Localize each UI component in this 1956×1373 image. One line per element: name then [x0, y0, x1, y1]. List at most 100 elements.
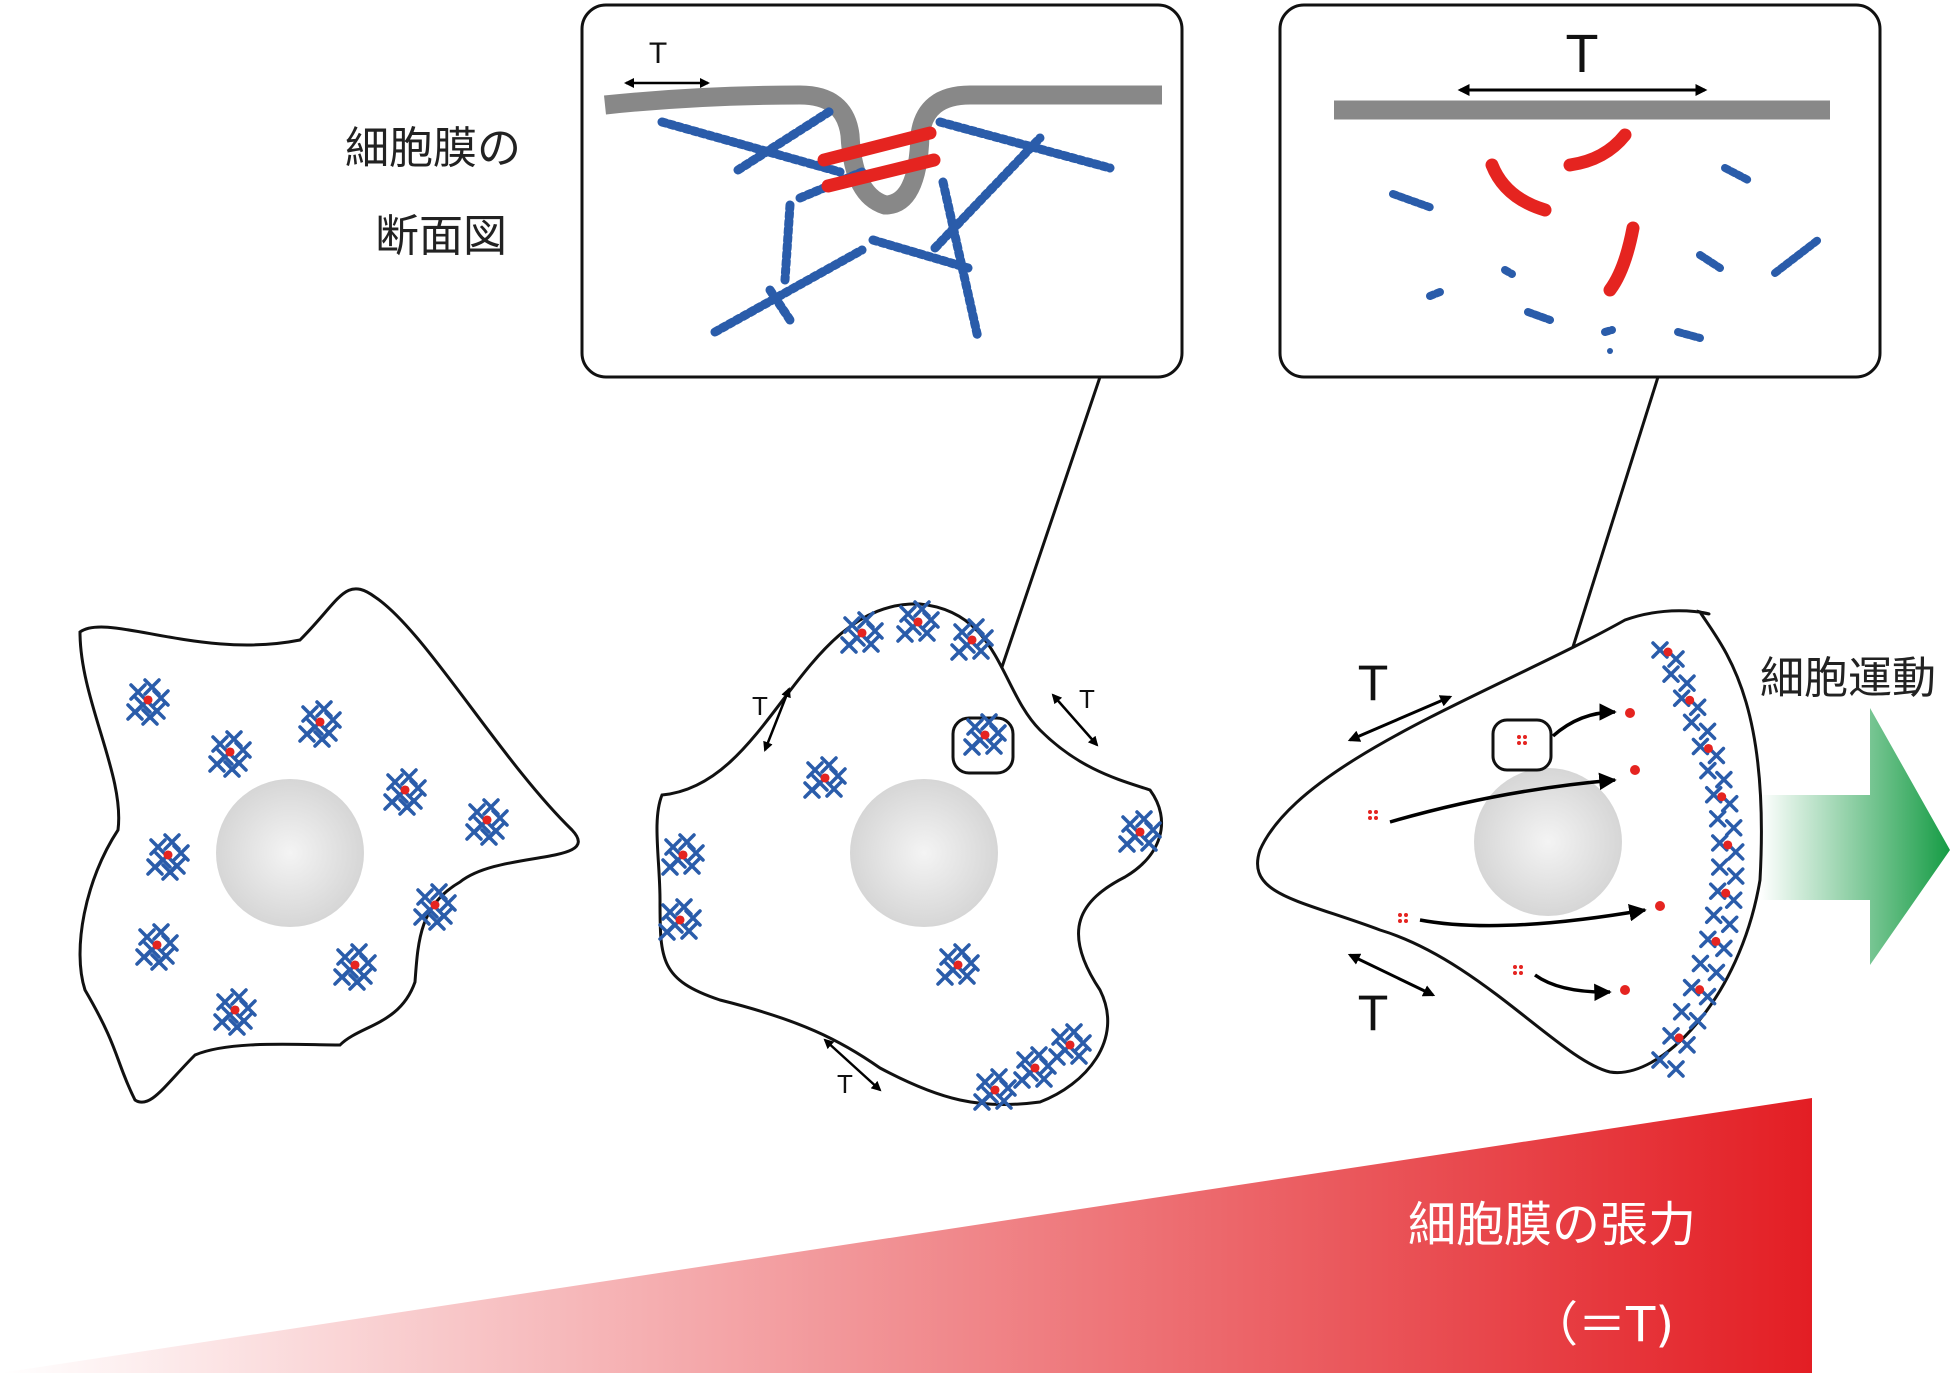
actin-cross — [680, 922, 698, 940]
tension-label-small: T — [649, 37, 667, 70]
actin-cross — [664, 838, 682, 856]
protein-dot — [967, 635, 977, 645]
protein-dot — [820, 773, 830, 783]
protein-dot — [143, 695, 153, 705]
protein-dot — [1523, 741, 1527, 745]
actin-cross — [972, 642, 990, 660]
actin-cross — [1121, 815, 1139, 833]
red-protein-fragments — [1485, 128, 1640, 297]
actin-cross — [999, 1079, 1017, 1097]
actin-cross — [149, 838, 167, 856]
actin-cross — [146, 858, 164, 876]
protein-dot — [1368, 810, 1372, 814]
actin-cross — [803, 781, 821, 799]
zoom-region-right — [1491, 718, 1553, 772]
protein-dot — [163, 850, 173, 860]
cell-motility-label: 細胞運動 — [1760, 653, 1936, 704]
actin-cross — [1724, 819, 1743, 837]
tension-arrows-cell-2 — [763, 687, 1099, 1092]
tension-label-line1: 細胞膜の張力 — [1408, 1197, 1697, 1253]
protein-dot — [1374, 816, 1378, 820]
actin-cross — [416, 888, 434, 906]
protein-dot — [1674, 1033, 1684, 1043]
actin-cross — [1699, 761, 1717, 780]
protein-dot — [1620, 985, 1630, 995]
protein-dot — [1685, 695, 1695, 705]
actin-cross — [234, 741, 252, 759]
cross-section-label-line2: 断面図 — [375, 211, 507, 262]
tension-arrows-cell-3 — [1347, 695, 1453, 997]
actin-cross — [1070, 1047, 1088, 1065]
tension-symbol: T — [837, 1069, 853, 1099]
actin-cross — [298, 725, 316, 743]
protein-dot — [350, 960, 360, 970]
actin-clusters — [126, 600, 1745, 1111]
actin-cross — [333, 968, 351, 986]
nucleus — [1474, 768, 1622, 916]
actin-cross — [126, 703, 144, 721]
actin-cross — [1651, 1051, 1669, 1069]
actin-cross — [161, 934, 179, 952]
actin-cross — [141, 708, 159, 726]
actin-cross — [989, 724, 1007, 742]
actin-cross — [976, 1073, 994, 1091]
actin-cross — [468, 803, 486, 821]
protein-dot — [1404, 919, 1408, 923]
actin-cross — [386, 773, 404, 791]
protein-dot — [1519, 971, 1523, 975]
actin-cross — [480, 828, 498, 846]
tension-wedge — [0, 1098, 1812, 1373]
actin-cross — [336, 948, 354, 966]
protein-dot — [1703, 743, 1713, 753]
protein-dot — [430, 900, 440, 910]
actin-cross — [138, 928, 156, 946]
protein-dot — [1721, 888, 1731, 898]
nucleus — [850, 779, 998, 927]
actin-cross — [1698, 722, 1717, 741]
actin-cross — [1051, 1028, 1069, 1046]
actin-cross — [172, 844, 190, 862]
actin-cross — [1704, 906, 1723, 925]
protein-dot — [1065, 1040, 1075, 1050]
red-protein-pair — [817, 126, 941, 193]
actin-cross — [1708, 810, 1727, 828]
actin-cross — [966, 718, 984, 736]
actin-cross — [208, 755, 226, 773]
inset-left-content: T — [604, 37, 1162, 343]
actin-cross — [896, 625, 914, 643]
actin-cross — [1016, 1051, 1034, 1069]
actin-cross — [1726, 867, 1745, 885]
protein-dot — [482, 815, 492, 825]
actin-cross — [866, 622, 884, 640]
actin-cross — [985, 737, 1003, 755]
actin-cross — [135, 948, 153, 966]
tension-symbol: T — [1358, 985, 1389, 1041]
protein-dot — [1723, 840, 1733, 850]
protein-dot — [1374, 810, 1378, 814]
protein-dot — [980, 730, 990, 740]
inset-right-box — [1278, 3, 1882, 379]
actin-cross — [840, 636, 858, 654]
actin-cross — [348, 973, 366, 991]
actin-cross — [228, 1018, 246, 1036]
actin-cross — [1662, 665, 1680, 683]
protein-dot — [857, 628, 867, 638]
actin-cross — [1707, 963, 1726, 982]
actin-cross — [1118, 835, 1136, 853]
actin-cross — [958, 967, 976, 985]
actin-cross — [953, 623, 971, 641]
protein-dot — [1030, 1063, 1040, 1073]
protein-dot — [1404, 913, 1408, 917]
protein-dot — [1517, 735, 1521, 739]
actin-cross — [1013, 1071, 1031, 1089]
tension-symbol: T — [1079, 684, 1095, 714]
nucleus — [216, 779, 364, 927]
actin-cross — [1039, 1057, 1057, 1075]
inset-right-content: T — [1334, 24, 1830, 354]
actin-cross — [129, 683, 147, 701]
protein-dot — [1368, 816, 1372, 820]
actin-cross — [899, 605, 917, 623]
actin-cross — [1667, 1060, 1685, 1078]
protein-dot — [315, 717, 325, 727]
